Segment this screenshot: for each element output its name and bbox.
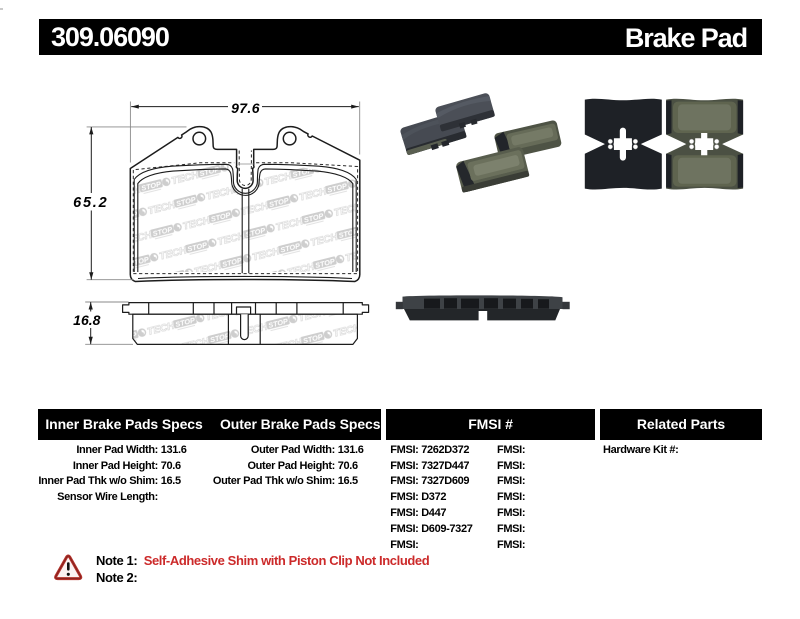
svg-text:97.6: 97.6 — [231, 100, 260, 116]
svg-text:65.2: 65.2 — [73, 195, 108, 211]
svg-text:16.8: 16.8 — [73, 312, 100, 328]
